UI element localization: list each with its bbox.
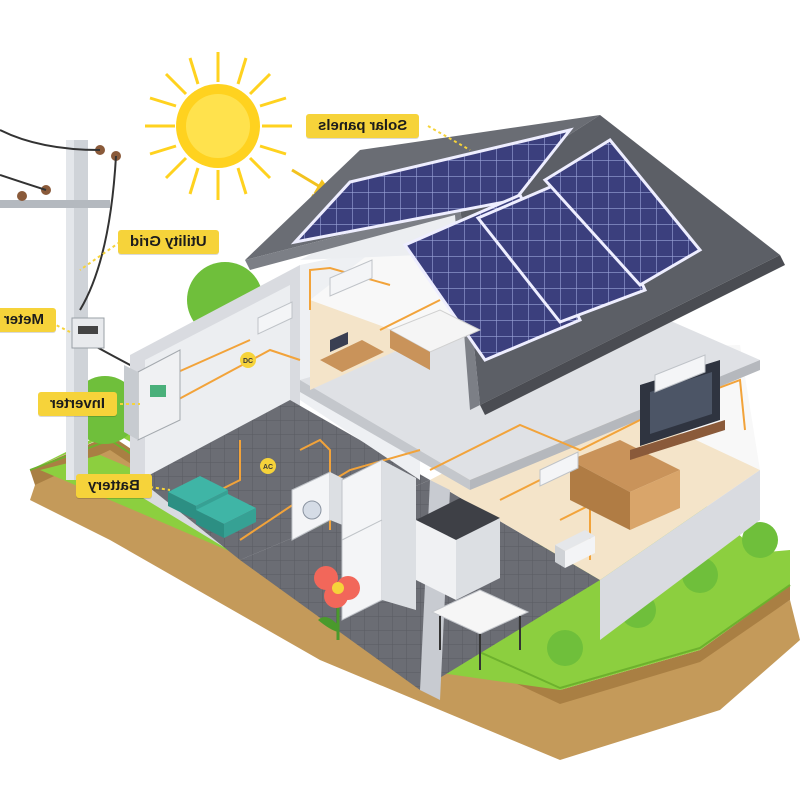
solar-panels-label: Solar panels — [318, 117, 408, 134]
air-conditioner-icon — [257, 259, 706, 487]
meter-callout: Meter — [0, 308, 57, 332]
dc-label: DC — [240, 352, 256, 368]
svg-text:AC: AC — [263, 464, 273, 471]
sun-icon — [145, 52, 292, 200]
solar-panels-callout: Solar panels — [306, 114, 420, 138]
meter-icon — [71, 317, 105, 349]
inverter-label: Inverter — [50, 395, 106, 412]
callout-leaders — [45, 125, 471, 491]
inverter-icon — [124, 349, 181, 441]
ac-label: AC — [260, 458, 276, 474]
battery-label: Battery — [88, 477, 140, 494]
utility-grid-label: Utility Grid — [130, 233, 207, 250]
solar-panels — [290, 127, 703, 362]
meter-label: Meter — [4, 311, 45, 328]
dining-table — [430, 589, 530, 670]
laptop-icon — [320, 332, 384, 372]
microwave-icon — [555, 530, 595, 568]
battery-callout: Battery — [76, 474, 152, 498]
flower-icon — [314, 566, 360, 640]
bed — [388, 309, 482, 370]
sofa — [570, 440, 680, 530]
svg-text:DC: DC — [243, 358, 253, 365]
utility-grid-callout: Utility Grid — [118, 230, 219, 254]
stove-icon — [416, 498, 500, 600]
inverter-callout: Inverter — [38, 392, 118, 416]
battery-icon — [168, 476, 256, 538]
